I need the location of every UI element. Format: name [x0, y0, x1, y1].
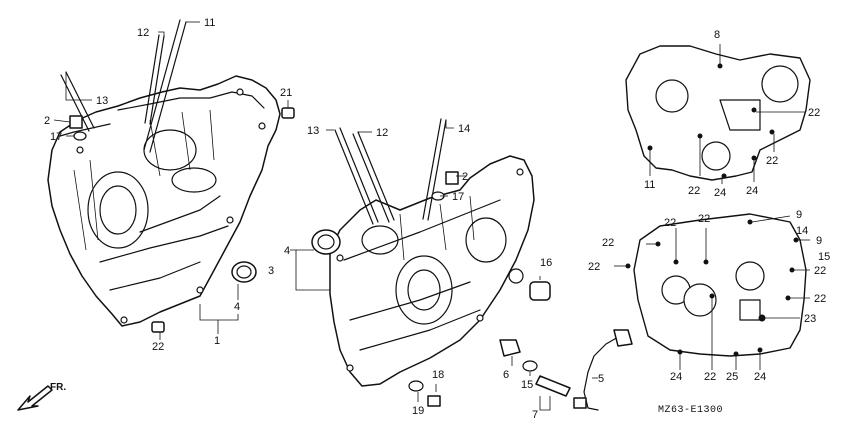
callout-4: 4: [284, 245, 290, 257]
callout-18: 18: [432, 369, 444, 381]
callout-22: 23: [804, 313, 816, 325]
callout-6: 6: [503, 369, 509, 381]
right-cover-gasket: [625, 213, 807, 357]
callout-13: 14: [458, 123, 470, 135]
callout-22: 22: [814, 293, 826, 305]
callout-17: 17: [452, 191, 464, 203]
callout-22: 22: [766, 155, 778, 167]
callout-9: 9: [816, 235, 822, 247]
callout-5: 5: [598, 373, 604, 385]
callout-14: 14: [796, 225, 808, 237]
callout-10: 11: [644, 179, 655, 191]
drawing-code: MZ63-E1300: [658, 405, 723, 416]
callout-21: 22: [704, 371, 716, 383]
callout-3: 3: [268, 265, 274, 277]
callout-12: 13: [307, 125, 319, 137]
callout-20: 21: [280, 87, 292, 99]
callout-22: 22: [602, 237, 614, 249]
callout-15: 15: [521, 379, 533, 391]
callout-22: 22: [664, 217, 676, 229]
callout-22: 22: [814, 265, 826, 277]
direction-label: FR.: [50, 382, 66, 393]
leader-lines: [53, 21, 810, 411]
left-crankcase: [47, 19, 295, 333]
callout-labels: 12 11 13 2 17 21 4 1 22 13 12 14 2 17 4 …: [44, 17, 830, 421]
callout-19: 19: [412, 405, 424, 417]
callout-24: 24: [670, 371, 682, 383]
callout-13: 13: [96, 95, 108, 107]
arrow-icon: [17, 385, 53, 411]
callout-9: 9: [796, 209, 802, 221]
callout-2: 2: [44, 115, 50, 127]
callout-20: 22: [152, 341, 164, 353]
callout-11: 11: [204, 17, 215, 29]
callout-25: 25: [726, 371, 738, 383]
callout-22: 22: [808, 107, 820, 119]
callout-4: 4: [234, 301, 240, 313]
callout-16: 16: [540, 257, 552, 269]
callout-2: 2: [462, 171, 468, 183]
callout-14: 15: [818, 251, 830, 263]
callout-11: 12: [376, 127, 388, 139]
callout-24: 24: [754, 371, 766, 383]
right-crankcase: [311, 118, 633, 411]
callout-24: 24: [714, 187, 726, 199]
callout-22: 22: [698, 213, 710, 225]
callout-22: 22: [688, 185, 700, 197]
front-direction-arrow: FR.: [17, 382, 66, 411]
callout-12: 12: [137, 27, 149, 39]
callout-17: 17: [50, 131, 62, 143]
callout-22: 22: [588, 261, 600, 273]
callout-8: 8: [714, 29, 720, 41]
callout-7: 7: [532, 409, 538, 421]
left-cover-gasket: [625, 45, 811, 181]
callout-1: 1: [214, 335, 220, 347]
callout-23: 24: [746, 185, 758, 197]
